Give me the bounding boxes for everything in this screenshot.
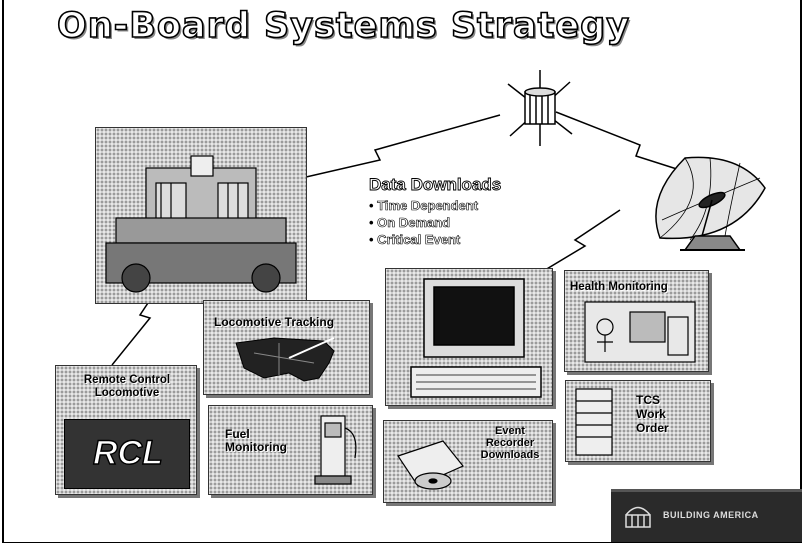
data-downloads-block: Data Downloads Time Dependent On Demand … <box>369 175 502 248</box>
computer-icon <box>410 278 542 398</box>
data-downloads-heading: Data Downloads <box>369 175 502 195</box>
health-monitor-icon <box>584 301 696 363</box>
server-rack-icon <box>575 388 613 456</box>
us-map-icon <box>235 337 335 382</box>
data-downloads-list: Time Dependent On Demand Critical Event <box>369 197 501 248</box>
rcl-badge-box: RCL <box>64 419 190 489</box>
download-type-time-dependent: Time Dependent <box>369 197 501 214</box>
satellite-icon <box>507 70 573 146</box>
fuel-monitoring-label: Fuel Monitoring <box>225 427 287 454</box>
locomotive-tracking-panel: Locomotive Tracking <box>203 300 370 395</box>
slide-title: On-Board Systems Strategy <box>56 5 631 47</box>
satellite-dish-icon <box>655 156 766 251</box>
download-type-critical-event: Critical Event <box>369 231 501 248</box>
remote-control-label: Remote Control Locomotive <box>83 374 171 399</box>
disk-drive-icon <box>397 440 464 490</box>
tcs-work-order-panel: TCS Work Order <box>565 380 711 462</box>
building-america-logo: BUILDING AMERICA <box>611 489 802 542</box>
remote-control-panel: Remote Control Locomotive RCL <box>55 365 197 495</box>
capitol-logo-icon <box>625 506 651 528</box>
fuel-monitoring-panel: Fuel Monitoring <box>208 405 373 495</box>
event-recorder-panel: Event Recorder Downloads <box>383 420 553 503</box>
locomotive-photo <box>95 127 307 304</box>
computer-panel <box>385 268 553 406</box>
event-recorder-label: Event Recorder Downloads <box>480 425 540 461</box>
locomotive-tracking-label: Locomotive Tracking <box>214 315 335 329</box>
fuel-pump-icon <box>314 415 357 485</box>
link-satellite-dish <box>555 111 706 179</box>
health-monitoring-label: Health Monitoring <box>570 281 668 293</box>
link-locomotive-satellite <box>279 114 501 184</box>
tcs-work-order-label: TCS Work Order <box>636 393 669 435</box>
logo-text: BUILDING AMERICA <box>663 510 759 520</box>
download-type-on-demand: On Demand <box>369 214 501 231</box>
health-monitoring-panel: Health Monitoring <box>564 270 709 372</box>
rcl-badge-text: RCL <box>92 433 163 472</box>
